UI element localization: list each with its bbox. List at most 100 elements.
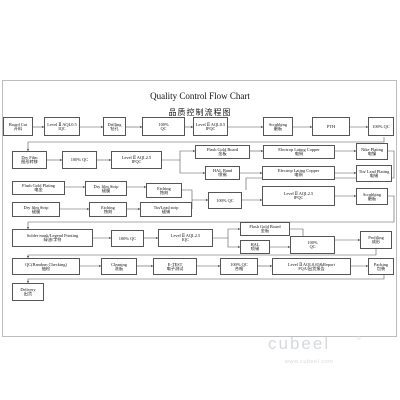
etching-label-cn: 蚀刻: [159, 189, 169, 195]
scrubbing-label-cn: 磨板: [273, 125, 283, 131]
dry-film-strip-box: Dry film Strip 褪膜: [85, 181, 127, 196]
level-ii-iqc-2-label-sub: IQC: [181, 237, 190, 243]
flash-gold-plating-label: Flash Gold Plating: [22, 183, 55, 189]
e-test-qc-label: 100% QC: [230, 261, 248, 267]
profiling-label-cn: 成形: [371, 239, 381, 245]
tin-lead-plating-label-cn: 电锡: [369, 172, 379, 178]
dry-film-qc-label: 100% QC: [70, 157, 89, 163]
packing-label-cn: 包装: [376, 265, 386, 271]
hal-band-box: HAL Band 喷锡: [205, 166, 240, 180]
delivery-label-cn: 出货: [23, 291, 33, 297]
qc-100-box: 100% QC: [142, 117, 185, 136]
etching-box: Etching 蚀刻: [146, 183, 182, 198]
board-cut-box: Board Cut 开料: [3, 117, 33, 136]
watermark-url: www.cubeel.com: [285, 359, 334, 365]
scrubbing-box: Scrubbing 磨板: [263, 117, 293, 136]
level-ii-fqa-box: Level Ⅱ AQL0.65&Report FQA/出货报告: [272, 258, 351, 275]
qc-random-box: QC(Random Checking) 抽检: [12, 258, 80, 275]
flash-gold-board-label-cn: 金板: [218, 151, 227, 157]
level-ii-ipqc-3-label: Level Ⅱ AQL2.5: [283, 191, 314, 197]
dry-film-strip-label-cn: 褪膜: [101, 187, 111, 193]
packing-box: Packing 包装: [368, 258, 394, 275]
level-ii-iqc-label: Level Ⅱ AQL0.5: [47, 121, 77, 127]
drilling-box: Drilling 钻孔: [103, 117, 126, 136]
level-ii-ipqc-box: Level Ⅱ AQL0.5 IPQC: [193, 117, 228, 136]
hal-qc-label: 100%: [307, 240, 318, 246]
tin-lead-strip-label-cn: 褪锡: [161, 208, 171, 214]
level-ii-ipqc-2-label-sub: IPQC: [131, 159, 142, 165]
electro-copper-label-cn: 电铜: [294, 151, 304, 157]
electro-copper-box: Electrop Lating Copper 电铜: [263, 145, 335, 159]
dry-film-label: Dry Film: [21, 155, 38, 161]
flash-gold-board-2-label: Flash Gold Board: [249, 224, 281, 230]
delivery-label: Delivery: [20, 287, 36, 293]
nike-plating-box: Nike Plating 电镍: [356, 143, 388, 160]
e-test-label: E-TEST: [167, 261, 183, 267]
level-ii-ipqc-2-label: Level Ⅱ AQL2.5: [121, 155, 152, 161]
e-test-label-cn: 电子测试: [166, 265, 184, 271]
qc-random-label-cn: 抽检: [41, 265, 51, 271]
flash-gold-plating-label-cn: 电金: [34, 187, 43, 193]
board-cut-label-cn: 开料: [13, 125, 23, 131]
etching-2-label: Etching: [101, 204, 115, 210]
hal-2-label: HAL: [250, 242, 260, 248]
nike-plating-label-cn: 电镍: [367, 150, 377, 156]
e-test-box: E-TEST 电子测试: [153, 258, 197, 275]
hal-2-box: HAL 喷锡: [240, 240, 270, 254]
packing-label: Packing: [373, 261, 389, 267]
hal-band-label-cn: 喷锡: [218, 172, 227, 178]
qc-100-final-label: 100% QC: [372, 123, 390, 129]
qc-100-mid-box: 100% QC: [208, 192, 242, 209]
flash-gold-board-label: Flash Gold Board: [206, 147, 239, 153]
dry-film-qc-box: 100% QC: [62, 151, 97, 169]
level-ii-ipqc-label: Level Ⅱ AQL0.5: [195, 121, 226, 127]
electro-copper-2-label-cn: 电铜: [294, 172, 303, 178]
nike-plating-label: Nike Plating: [360, 146, 384, 152]
qc-100-mid-label: 100% QC: [216, 197, 234, 203]
level-ii-iqc-box: Level Ⅱ AQL0.5 IQC: [44, 117, 80, 136]
level-ii-iqc-2-label: Level Ⅱ AQL2.5: [170, 233, 201, 239]
etching-2-box: Etching 蚀刻: [89, 202, 127, 217]
e-test-qc-box: 100% QC 合格: [220, 258, 258, 275]
drilling-label-cn: 钻孔: [110, 125, 119, 131]
solder-mask-label-cn: 绿油/字符: [43, 237, 62, 243]
flash-gold-board-2-box: Flash Gold Board 金板: [240, 222, 290, 236]
tin-lead-plating-box: Tin/ Lead Plating 电锡: [356, 165, 392, 182]
pth-box: PTH: [312, 117, 350, 136]
solder-mask-box: Solder mask/Legend Printing 绿油/字符: [12, 229, 93, 247]
electro-copper-label: Electrop Lating Copper: [278, 147, 320, 153]
scrubbing-2-label: Scrubbing: [362, 191, 382, 197]
level-ii-ipqc-2-box: Level Ⅱ AQL2.5 IPQC: [111, 151, 162, 169]
tin-lead-strip-label: Tin/Lead strip: [153, 204, 179, 210]
tin-lead-strip-box: Tin/Lead strip 褪锡: [140, 202, 192, 217]
flash-gold-board-box: Flash Gold Board 金板: [195, 145, 250, 159]
delivery-box: Delivery 出货: [12, 283, 44, 301]
pth-label: PTH: [326, 123, 336, 129]
watermark-brand: cubeel: [268, 334, 331, 353]
electro-copper-2-box: Electrop Lating Copper 电铜: [262, 166, 335, 180]
chart-subtitle-cn: 品质控制流程图: [168, 108, 232, 117]
dry-film-box: Dry Film 图形转移: [12, 151, 47, 169]
profiling-label: Profiling: [368, 235, 384, 241]
cleaning-label-cn: 洗板: [114, 265, 124, 271]
hal-band-label: HAL Band: [212, 168, 233, 174]
drilling-label: Drilling: [107, 121, 122, 127]
board-cut-label: Board Cut: [8, 121, 28, 127]
level-ii-ipqc-3-label-sub: IPQC: [293, 195, 304, 201]
hal-qc-label-sub: QC: [309, 244, 316, 250]
level-ii-ipqc-3-box: Level Ⅱ AQL2.5 IPQC: [262, 186, 335, 206]
level-ii-iqc-2-box: Level Ⅱ AQL2.5 IQC: [158, 229, 213, 247]
cleaning-box: Cleaning 洗板: [101, 258, 137, 275]
level-ii-ipqc-label-sub: IPQC: [205, 125, 216, 131]
dry-film-strip-2-box: Dry film Strip 褪膜: [12, 202, 60, 217]
dry-film-strip-label: Dry film Strip: [93, 183, 119, 189]
level-ii-fqa-label-cn: FQA/出货报告: [298, 265, 325, 271]
level-ii-iqc-label-sub: IQC: [58, 125, 66, 131]
qc-100-label-sub: QC: [160, 125, 167, 131]
electro-copper-2-label: Electrop Lating Copper: [277, 168, 320, 174]
profiling-box: Profiling 成形: [360, 231, 392, 249]
flash-gold-plating-box: Flash Gold Plating 电金: [12, 181, 65, 195]
chart-title: Quality Control Flow Chart: [150, 91, 250, 101]
etching-label: Etching: [157, 185, 171, 191]
